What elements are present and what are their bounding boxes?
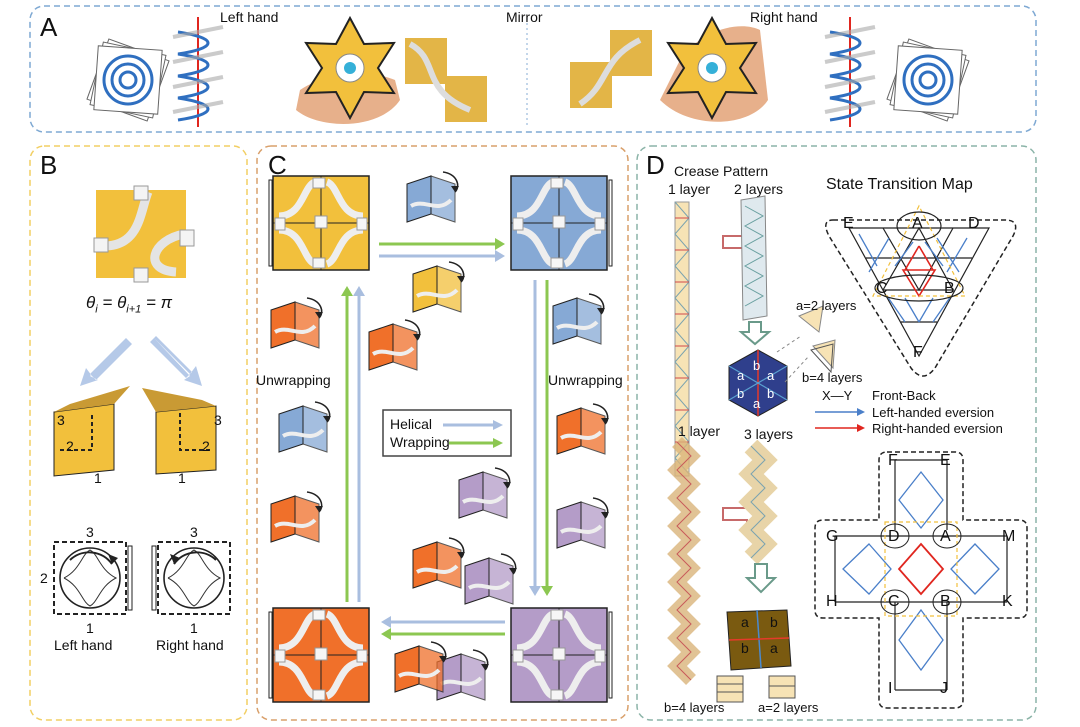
diagram-right	[152, 542, 230, 614]
panel-a-illustrations	[0, 0, 1080, 140]
fold-c9	[459, 468, 511, 518]
arrow-down-right	[150, 336, 202, 386]
block-square	[727, 610, 791, 670]
tri-node-a: A	[912, 215, 923, 233]
arrow-down-left	[80, 338, 132, 386]
stack-b	[717, 676, 743, 702]
crease-strip-bottom	[677, 442, 691, 680]
hex-a-2: a	[767, 368, 774, 383]
equation: θi = θi+1 = π	[86, 293, 172, 315]
hex-a-3: a	[753, 396, 760, 411]
tile-blue	[511, 176, 607, 270]
square-map	[815, 452, 1027, 708]
tri-node-c: C	[876, 280, 888, 298]
sq-node-m: M	[1002, 528, 1015, 546]
b-4-layers-top: b=4 layers	[802, 370, 862, 385]
three-layers: 3 layers	[744, 426, 793, 442]
right-fold-1: 1	[178, 470, 186, 486]
helix-icon-right	[825, 17, 875, 127]
block-b-1: b	[770, 614, 778, 630]
legend-left-eversion: Left-handed eversion	[872, 405, 994, 420]
fold-c10	[557, 498, 609, 548]
a-2-layers-bottom: a=2 layers	[758, 700, 818, 715]
diagram-left-3: 3	[86, 524, 94, 540]
tri-node-e: E	[843, 215, 854, 233]
diagram-left-2: 2	[40, 570, 48, 586]
tile-purple	[511, 608, 607, 702]
tri-node-f: F	[913, 344, 923, 362]
legend-right-eversion: Right-handed eversion	[872, 421, 1003, 436]
left-hand-caption: Left hand	[54, 637, 112, 653]
sq-node-b: B	[940, 593, 951, 611]
tile-yellow	[273, 176, 369, 270]
fold-c6	[279, 402, 331, 452]
tile-orange	[273, 608, 369, 702]
sq-node-a: A	[940, 528, 951, 546]
arrow-hex	[741, 322, 769, 344]
left-fold-2: 2	[66, 438, 74, 454]
folded-strip-bottom	[751, 446, 765, 558]
helix-icon-left	[173, 17, 223, 127]
panel-b-illustrations	[30, 150, 247, 720]
fold-c14	[395, 642, 447, 692]
legend-front-back: Front-Back	[872, 388, 936, 403]
left-fold-3: 3	[57, 412, 65, 428]
fold-c11	[413, 538, 465, 588]
folded-right	[142, 388, 216, 474]
folded-left	[54, 386, 130, 476]
b-4-layers-bottom: b=4 layers	[664, 700, 724, 715]
unwrapping-right-label: Unwrapping	[548, 372, 623, 388]
fold-c2	[413, 262, 465, 312]
one-layer-bottom: 1 layer	[678, 423, 720, 439]
legend-xy: X—Y	[822, 388, 852, 403]
legend-wrapping: Wrapping	[390, 434, 450, 450]
block-a-1: a	[741, 614, 749, 630]
sq-node-j: J	[940, 680, 948, 698]
unwrapping-left-label: Unwrapping	[256, 372, 331, 388]
fold-c7	[557, 404, 609, 454]
sq-node-h: H	[826, 593, 838, 611]
block-a-2: a	[770, 640, 778, 656]
hex-a-1: a	[737, 368, 744, 383]
stack-icon-right	[887, 39, 969, 121]
hex-b-3: b	[767, 386, 774, 401]
sq-node-e: E	[940, 452, 951, 470]
stack-a	[769, 676, 795, 698]
fold-c4	[271, 298, 323, 348]
legend-helical: Helical	[390, 416, 432, 432]
a-2-layers-top: a=2 layers	[796, 298, 856, 313]
sq-node-d: D	[888, 528, 900, 546]
right-hand-caption: Right hand	[156, 637, 224, 653]
arrow-block	[747, 564, 775, 592]
sq-node-i: I	[888, 680, 892, 698]
block-b-2: b	[741, 640, 749, 656]
diagram-right-1: 1	[190, 620, 198, 636]
hex-b-1: b	[753, 358, 760, 373]
diagram-right-3: 3	[190, 524, 198, 540]
fold-c8	[271, 492, 323, 542]
sq-node-k: K	[1002, 593, 1013, 611]
fold-c5	[553, 294, 605, 344]
strip-left	[405, 38, 487, 122]
fold-c1	[407, 172, 459, 222]
hex-b-2: b	[737, 386, 744, 401]
panel-c-illustrations	[257, 146, 628, 720]
strip-right	[570, 30, 652, 108]
diagram-left-1: 1	[86, 620, 94, 636]
folded-strip-top	[741, 196, 767, 320]
fold-c12	[465, 554, 517, 604]
right-fold-3: 3	[214, 412, 222, 428]
left-fold-1: 1	[94, 470, 102, 486]
tri-node-d: D	[968, 215, 980, 233]
right-fold-2: 2	[202, 438, 210, 454]
stack-icon-left	[87, 39, 169, 121]
sq-node-f: F	[888, 452, 898, 470]
tri-node-b: B	[944, 280, 955, 298]
sq-node-c: C	[888, 593, 900, 611]
fold-c3	[369, 320, 421, 370]
sq-node-g: G	[826, 528, 838, 546]
diagram-left	[54, 542, 132, 614]
